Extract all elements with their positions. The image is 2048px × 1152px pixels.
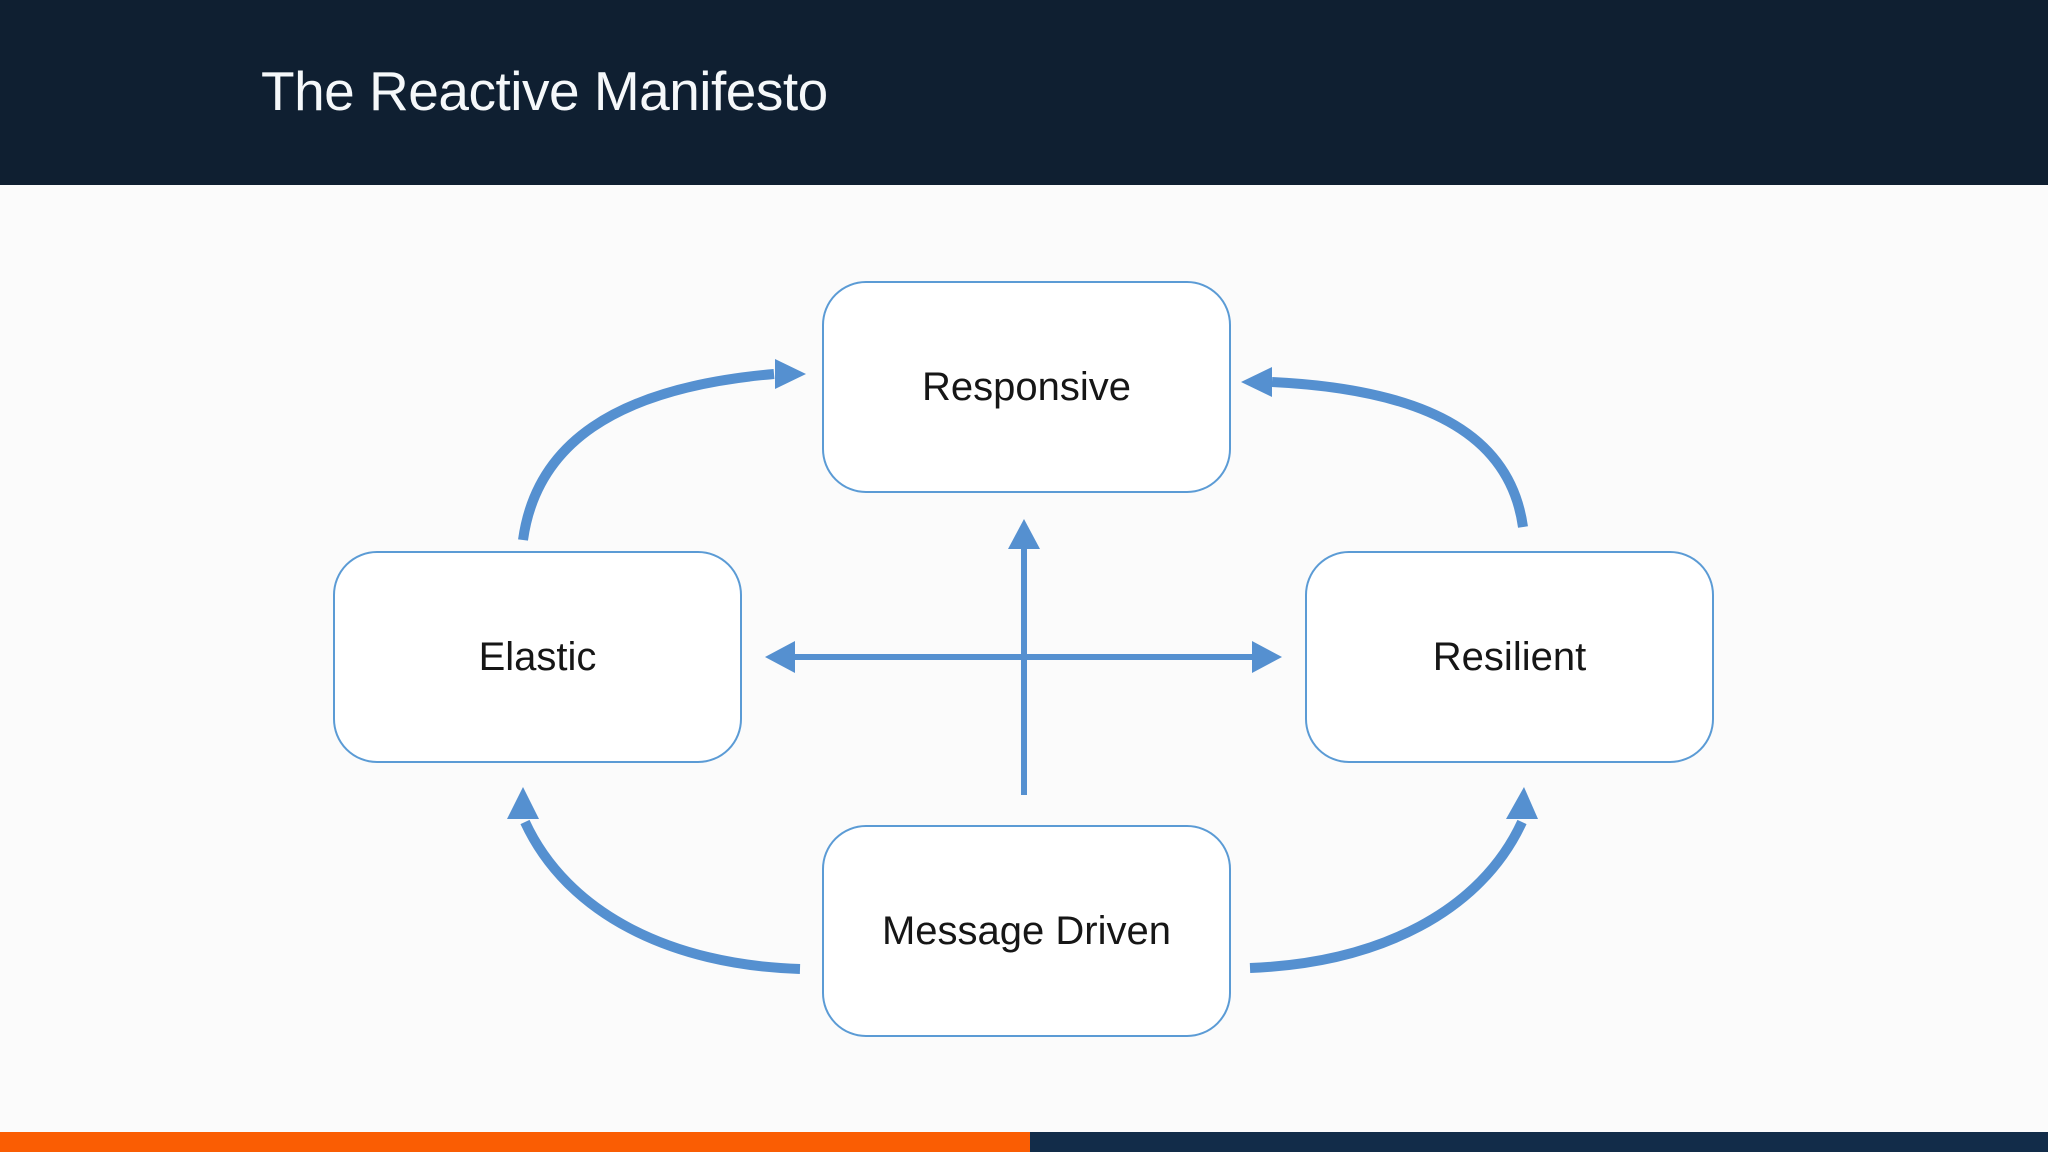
header-bar: The Reactive Manifesto (0, 0, 2048, 185)
footer-accent-orange (0, 1132, 1030, 1152)
node-elastic-label: Elastic (478, 634, 597, 679)
node-elastic: Elastic (333, 551, 742, 763)
node-message-driven-label: Message Driven (881, 908, 1171, 953)
node-responsive-label: Responsive (921, 364, 1131, 409)
node-resilient: Resilient (1305, 551, 1714, 763)
node-resilient-label: Resilient (1432, 634, 1587, 679)
node-message-driven: Message Driven (822, 825, 1231, 1037)
footer-accent-navy (1030, 1132, 2048, 1152)
page-title: The Reactive Manifesto (261, 60, 828, 122)
node-responsive: Responsive (822, 281, 1231, 493)
